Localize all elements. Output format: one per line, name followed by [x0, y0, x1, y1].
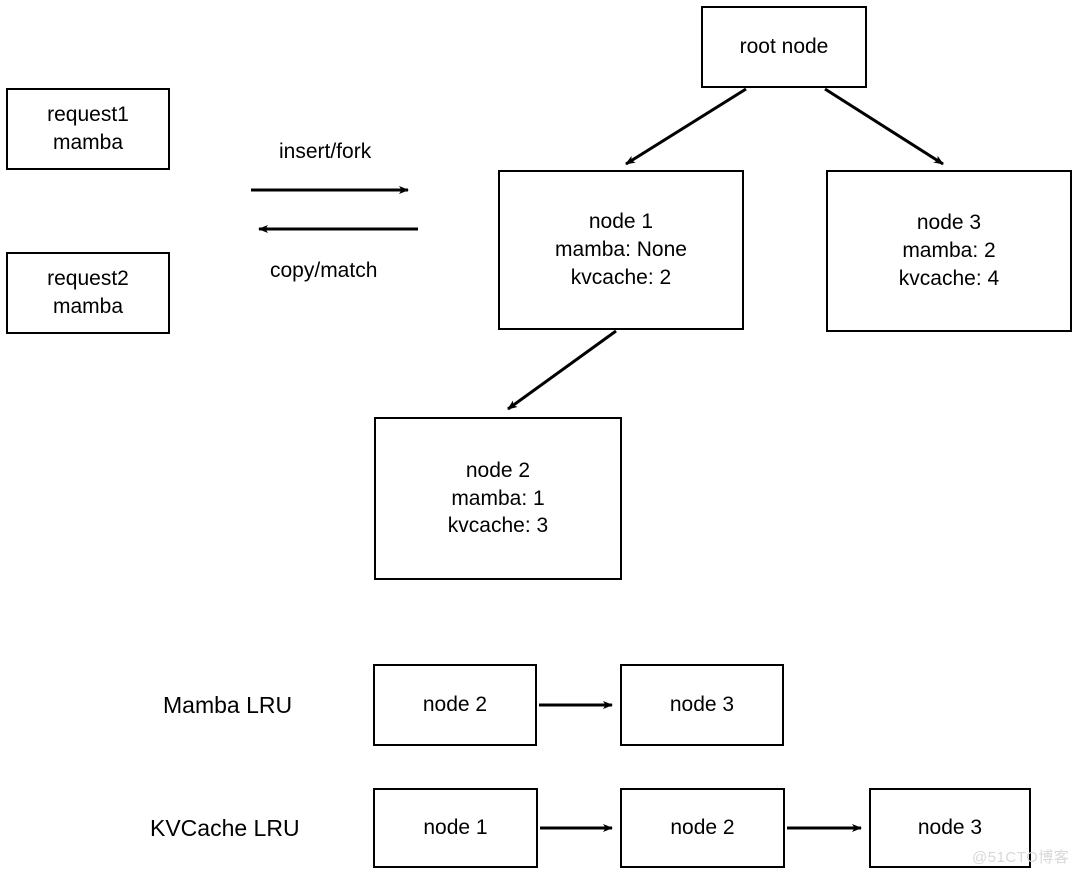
node1-kvcache-value: kvcache: 2 — [570, 265, 672, 289]
request2-box: request2 mamba — [6, 252, 170, 334]
kvcache-lru-item-0: node 1 — [373, 788, 538, 868]
edge-root-to-node3 — [824, 87, 944, 166]
request2-subtitle: mamba — [52, 295, 124, 318]
kvcache-lru-item-0-label: node 1 — [423, 816, 488, 840]
watermark: @51CTO博客 — [972, 849, 1070, 866]
node1-title: node 1 — [588, 210, 654, 234]
request1-box: request1 mamba — [6, 88, 170, 170]
edge-node1-to-node2 — [507, 329, 617, 411]
node3-box: node 3 mamba: 2 kvcache: 4 — [826, 170, 1072, 332]
request2-title: request2 — [47, 267, 129, 291]
mamba-lru-item-1-label: node 3 — [669, 693, 735, 717]
mamba-lru-item-0: node 2 — [373, 664, 537, 746]
kvcache-lru-label: KVCache LRU — [150, 815, 300, 841]
root-node-title: root node — [739, 35, 829, 59]
node3-kvcache-value: kvcache: 4 — [898, 266, 1000, 290]
kvcache-lru-item-1-label: node 2 — [670, 816, 735, 840]
mamba-lru-item-1: node 3 — [620, 664, 784, 746]
root-node-box: root node — [701, 6, 867, 88]
kvcache-lru-item-2: node 3 — [869, 788, 1031, 868]
node1-box: node 1 mamba: None kvcache: 2 — [498, 170, 744, 330]
node3-title: node 3 — [916, 211, 982, 235]
mamba-lru-label: Mamba LRU — [163, 692, 293, 718]
request1-title: request1 — [47, 103, 129, 127]
insert-fork-label: insert/fork — [279, 140, 372, 163]
kvcache-lru-item-1: node 2 — [620, 788, 785, 868]
kvcache-lru-item-2-label: node 3 — [917, 816, 983, 840]
copy-match-label: copy/match — [270, 259, 378, 282]
request1-subtitle: mamba — [52, 131, 124, 154]
node1-mamba-value: mamba: None — [555, 238, 687, 262]
node2-kvcache-value: kvcache: 3 — [447, 514, 549, 538]
edge-root-to-node1 — [625, 87, 747, 166]
node2-mamba-value: mamba: 1 — [451, 486, 545, 510]
mamba-lru-item-0-label: node 2 — [422, 693, 488, 717]
node2-title: node 2 — [465, 458, 531, 482]
node2-box: node 2 mamba: 1 kvcache: 3 — [374, 417, 622, 580]
node3-mamba-value: mamba: 2 — [902, 239, 996, 263]
